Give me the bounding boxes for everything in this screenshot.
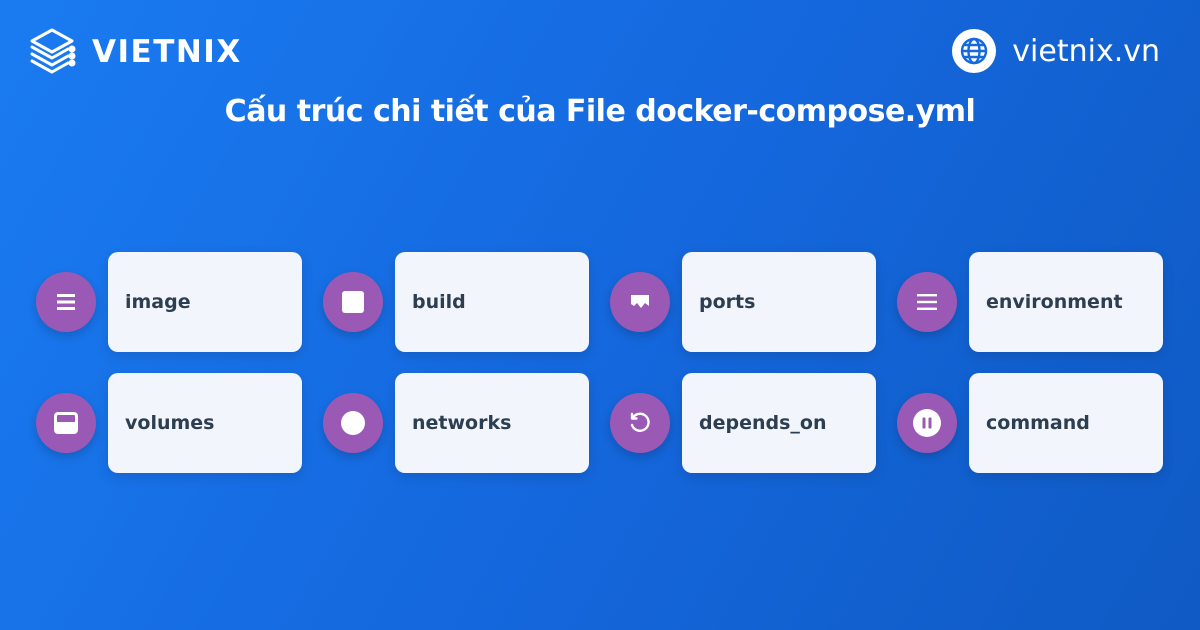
item-volumes: volumes: [36, 373, 306, 473]
card-label: networks: [412, 412, 512, 434]
item-image: image: [36, 252, 306, 352]
list-icon: [36, 272, 96, 332]
item-depends-on: depends_on: [610, 373, 880, 473]
website-link[interactable]: vietnix.vn: [952, 28, 1160, 74]
page-title: Cấu trúc chi tiết của File docker-compos…: [224, 94, 976, 129]
panel-icon: [36, 393, 96, 453]
vietnix-logo: VIETNIX: [28, 24, 242, 80]
card-command: command: [969, 373, 1163, 473]
card-depends-on: depends_on: [682, 373, 876, 473]
card-networks: networks: [395, 373, 589, 473]
menu-icon: [897, 272, 957, 332]
card-label: image: [125, 291, 191, 313]
card-label: environment: [986, 291, 1123, 313]
rotate-ccw-icon: [610, 393, 670, 453]
circle-icon: [323, 393, 383, 453]
banner-icon: [610, 272, 670, 332]
pause-circle-icon: [897, 393, 957, 453]
card-environment: environment: [969, 252, 1163, 352]
item-command: command: [897, 373, 1167, 473]
logo-text: VIETNIX: [92, 34, 242, 70]
card-volumes: volumes: [108, 373, 302, 473]
item-networks: networks: [323, 373, 593, 473]
globe-icon: [952, 29, 997, 73]
card-label: ports: [699, 291, 756, 313]
card-label: volumes: [125, 412, 215, 434]
server-stack-icon: [30, 28, 76, 74]
card-image: image: [108, 252, 302, 352]
card-label: command: [986, 412, 1090, 434]
website-text: vietnix.vn: [1012, 33, 1160, 69]
card-build: build: [395, 252, 589, 352]
item-build: build: [323, 252, 593, 352]
item-ports: ports: [610, 252, 880, 352]
item-environment: environment: [897, 252, 1167, 352]
square-icon: [323, 272, 383, 332]
card-ports: ports: [682, 252, 876, 352]
card-label: depends_on: [699, 412, 827, 434]
card-label: build: [412, 291, 466, 313]
